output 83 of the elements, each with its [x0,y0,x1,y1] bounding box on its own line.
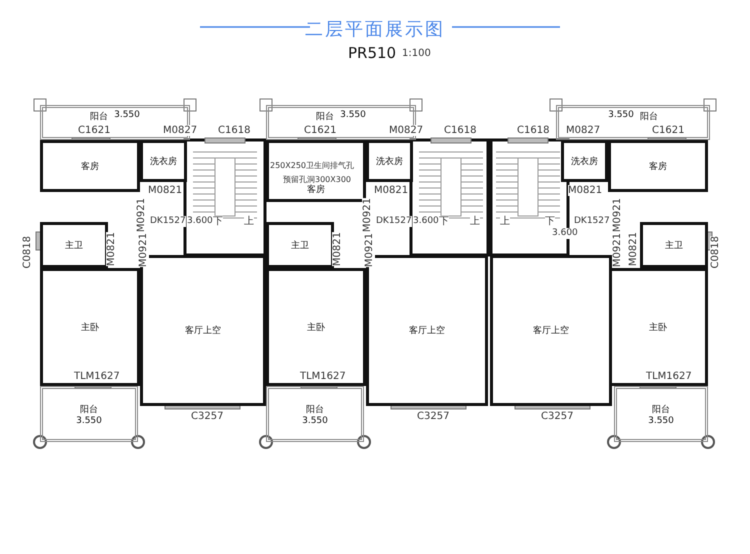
room-name: 主卫 [665,240,683,252]
room-name: 洗衣房 [150,156,177,168]
room-name: 主卧 [81,322,99,334]
window-code: C1618 [444,125,476,136]
room-outline [490,255,612,406]
balcony-area [614,386,708,442]
room-name: 主卧 [307,322,325,334]
door-code: DK1527 [376,216,412,227]
title: 二层平面展示图 [304,18,446,41]
room-outline [561,140,608,182]
room-outline [40,268,140,386]
door-code: M0921 [136,198,147,232]
room-name: 主卫 [65,240,83,252]
door-code: M0821 [568,185,602,196]
door-code: M0821 [332,232,343,266]
room-name: 主卫 [291,240,309,252]
note-text: 预留孔洞300X300 [283,174,352,184]
room-name: 客厅上空 [185,324,221,337]
room-name: 客厅上空 [533,324,569,337]
elevation-label: 3.600 [552,228,578,239]
balcony-area [266,386,364,442]
room-outline [608,140,708,192]
room-name: 3.550 [608,110,634,120]
room-name: 3.550 [648,416,674,426]
room-outline [40,140,140,192]
room-name: 3.550 [302,416,328,426]
door-code: M0827 [389,125,424,136]
window-code: TLM1627 [646,371,692,382]
scale-label: 1:100 [402,48,431,59]
room-name: 阳台 [90,110,108,123]
door-code: M0821 [374,185,408,196]
window-code: C1621 [652,125,684,136]
window-code: C0818 [710,236,721,268]
room-outline [140,140,187,182]
room-outline [640,222,708,268]
room-name: 客厅上空 [409,324,445,337]
window-code: TLM1627 [74,371,120,382]
room-outline [266,268,366,386]
door-code: M0921 [362,198,373,232]
door-code: M0921 [612,233,623,268]
window-code: C1621 [304,125,336,136]
window-code: C1618 [517,125,550,136]
room-name: 洗衣房 [571,156,598,168]
room-name: 阳台 [316,110,334,123]
door-code: M0921 [612,198,623,232]
door-code: M0921 [364,233,375,268]
room-name: 3.550 [76,416,102,426]
window-code: C3257 [541,411,574,422]
room-name: 阳台 [640,110,658,123]
stair-direction: 上 [500,216,510,227]
room-name: 洗衣房 [376,156,403,168]
window-code: C1618 [218,125,250,136]
room-name: 阳台 [652,404,670,416]
room-name: 阳台 [306,404,324,416]
stair-direction: 上 [244,216,254,227]
window-code: C0818 [22,236,33,268]
door-code: M0827 [163,125,198,136]
room-outline [40,222,108,268]
window-code: C3257 [191,411,224,422]
room-name: 阳台 [80,404,98,416]
window-code: C3257 [417,411,450,422]
door-code: M0821 [106,232,117,266]
room-name: 客房 [307,184,325,196]
room-name: 主卧 [649,322,667,334]
door-code: DK1527 [150,216,186,227]
door-code: M0921 [138,233,149,268]
room-name: 客房 [81,160,99,172]
stair-direction: 上 [470,216,480,227]
stair-direction: 下 [213,216,223,227]
window-code: TLM1627 [300,371,346,382]
room-name: 3.550 [114,110,140,120]
door-code: M0821 [148,185,182,196]
room-name: 3.550 [340,110,366,120]
window-code: C1621 [78,125,110,136]
room-name: 客房 [649,160,667,172]
stair-direction: 下 [439,216,449,227]
door-code: M0821 [628,232,639,266]
balcony-area [40,386,138,442]
room-outline [266,222,334,268]
room-outline [366,140,413,182]
note-text: 250X250卫生间排气孔 [270,160,354,171]
stair-direction: 下 [545,216,555,227]
door-code: M0827 [566,125,600,136]
